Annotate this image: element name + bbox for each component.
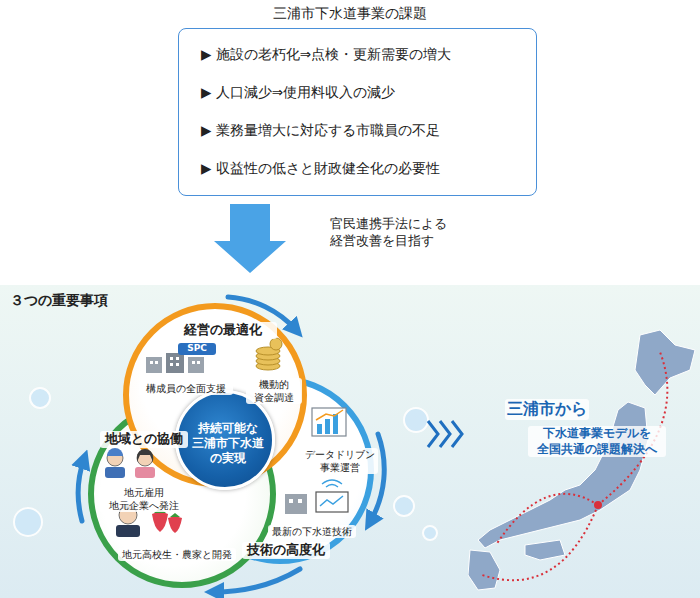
item-caption: 地元雇用 地元企業へ発注 — [100, 486, 188, 512]
spread-route — [482, 352, 667, 580]
map-caption: 下水道事業モデルを 全国共通の課題解決へ — [528, 426, 666, 457]
bullet-item: ▶ 収益性の低さと財政健全化の必要性 — [201, 160, 440, 178]
item-caption: 構成員の全面支援 — [139, 382, 233, 395]
plant-monitor-icon — [285, 480, 348, 514]
box-heading: 三浦市下水道事業の課題 — [179, 4, 521, 22]
chart-icon — [312, 408, 346, 436]
worker-icon — [105, 448, 155, 478]
circle-heading: 地域との協働 — [100, 431, 188, 448]
item-caption: 最新の下水道技術 — [268, 525, 356, 538]
item-caption: 機動的 資金調達 — [246, 378, 302, 404]
bubble — [14, 388, 437, 540]
circle-heading: 技術の高度化 — [242, 542, 330, 559]
goal-text: 持続可能な 三浦市下水道 の実現 — [182, 421, 274, 466]
building-icon — [146, 353, 204, 373]
miura-dot — [594, 501, 602, 509]
cycle-arrow — [78, 297, 384, 592]
map-heading: 三浦市から — [505, 399, 589, 420]
map-region: 三浦市から下水道事業モデルを 全国共通の課題解決へ — [468, 300, 698, 592]
chevron-symbol — [428, 421, 462, 447]
issue-box: 三浦市下水道事業の課題▶ 施設の老朽化⇒点検・更新需要の増大▶ 人口減少⇒使用料… — [178, 28, 537, 196]
block-arrow — [214, 204, 286, 273]
theme-band: ３つの重要事項技術の高度化 データドリブン 事業運営最新の下水道技術 地域との協働地… — [0, 285, 700, 598]
goal-circle: 持続可能な 三浦市下水道 の実現 — [175, 390, 275, 490]
bullet-item: ▶ 業務量増大に対応する市職員の不足 — [201, 122, 440, 140]
badge: SPC — [178, 343, 216, 355]
bullet-item: ▶ 人口減少⇒使用料収入の減少 — [201, 84, 395, 102]
bullet-item: ▶ 施設の老朽化⇒点検・更新需要の増大 — [201, 46, 451, 64]
item-caption: 地元高校生・農家と開発 — [118, 548, 236, 561]
circle-heading: 経営の最適化 — [169, 322, 277, 339]
coin-icon — [256, 338, 282, 370]
item-caption: データドリブン 事業運営 — [302, 448, 378, 474]
band-heading: ３つの重要事項 — [10, 291, 108, 309]
student-icon — [116, 504, 140, 537]
island-shape — [468, 330, 695, 590]
edge-label: 官民連携手法による 経営改善を目指す — [330, 216, 480, 250]
strawberry-icon — [152, 508, 182, 533]
